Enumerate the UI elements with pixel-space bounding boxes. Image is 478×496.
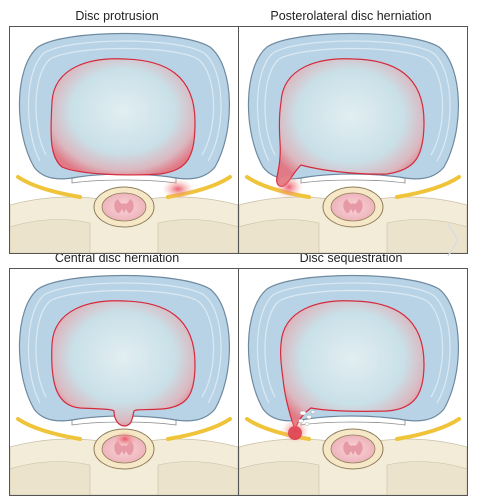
panel-disc-protrusion [9,26,239,254]
panel-title-posterolateral: Posterolateral disc herniation [270,9,432,23]
illustration-disc-sequestration [239,274,467,495]
nucleus-pulposus [276,58,425,187]
panel-title-protrusion: Disc protrusion [75,9,159,23]
panel-title-sequestration: Disc sequestration [299,251,403,265]
panel-central-herniation [9,268,239,496]
illustration-disc-protrusion [10,32,238,253]
panel-title-central: Central disc herniation [54,251,180,265]
nucleus-pulposus [280,300,425,431]
herniation-glow [275,175,303,199]
nucleus-pulposus [51,300,196,427]
panel-disc-sequestration [238,268,468,496]
next-chevron[interactable] [446,222,460,263]
illustration-posterolateral-herniation [239,32,467,253]
illustration-central-herniation [10,274,238,495]
protrusion-bulge [162,179,194,199]
chevron-right-icon [447,223,459,257]
cord-compression-glow [113,431,137,447]
disc-fragments [298,410,316,426]
fragment-glow [281,419,309,443]
nucleus-pulposus [50,58,196,176]
panel-posterolateral-herniation [238,26,468,254]
